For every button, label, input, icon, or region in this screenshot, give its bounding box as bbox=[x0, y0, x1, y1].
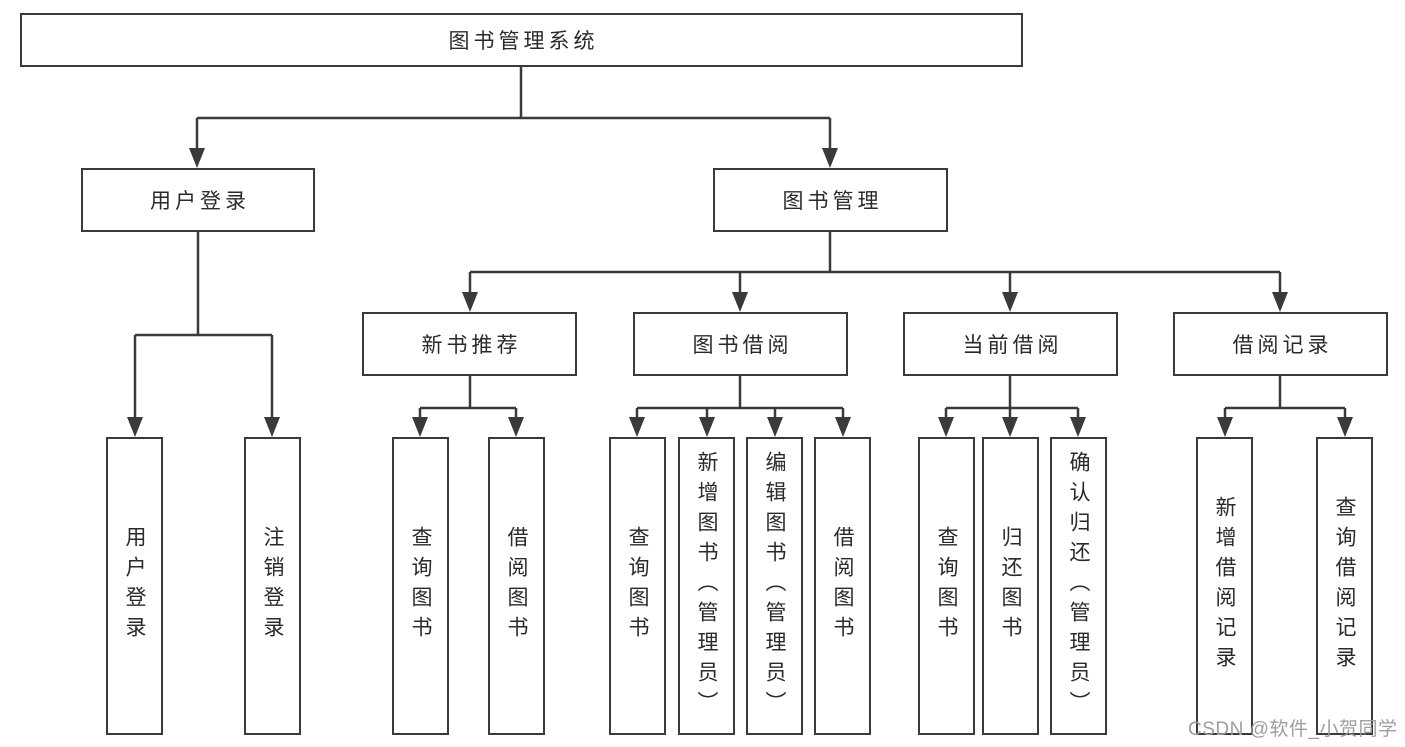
arrowhead bbox=[412, 417, 428, 437]
connector-root-to-level2 bbox=[195, 67, 832, 164]
node-user-login: 用户登录 bbox=[81, 168, 315, 232]
arrowhead bbox=[264, 417, 280, 437]
node-current-borrowing: 当前借阅 bbox=[903, 312, 1118, 376]
node-label: 用户登录 bbox=[123, 526, 146, 646]
node-label: 图书借阅 bbox=[692, 334, 793, 357]
connector-user-login-children bbox=[133, 232, 274, 433]
arrowhead bbox=[629, 417, 645, 437]
node-label: 图书管理系统 bbox=[448, 30, 599, 53]
arrowhead bbox=[835, 417, 851, 437]
leaf-user-login: 用户登录 bbox=[106, 437, 163, 735]
leaf-query-books-3: 查询图书 bbox=[918, 437, 975, 735]
arrowhead bbox=[462, 292, 478, 312]
node-label: 归还图书 bbox=[999, 526, 1022, 646]
arrowhead bbox=[822, 148, 838, 168]
connector-records-children bbox=[1223, 376, 1347, 433]
connector-book-borrow-children bbox=[635, 376, 845, 433]
node-label: 借阅图书 bbox=[505, 526, 528, 646]
node-label: 查询图书 bbox=[409, 526, 432, 646]
node-label: 编辑图书（管理员） bbox=[763, 451, 786, 721]
csdn-watermark: CSDN @软件_小贺同学 bbox=[1188, 719, 1398, 740]
node-borrow-records: 借阅记录 bbox=[1173, 312, 1388, 376]
node-label: 当前借阅 bbox=[962, 334, 1063, 357]
connector-book-mgmt-to-level3 bbox=[468, 232, 1282, 308]
leaf-confirm-return-admin: 确认归还（管理员） bbox=[1050, 437, 1107, 735]
arrowhead bbox=[1337, 417, 1353, 437]
node-label: 新增图书（管理员） bbox=[695, 451, 718, 721]
node-library-management-system: 图书管理系统 bbox=[20, 13, 1023, 67]
leaf-borrow-books-1: 借阅图书 bbox=[488, 437, 545, 735]
connector-new-rec-children bbox=[418, 376, 518, 433]
arrowhead bbox=[1272, 292, 1288, 312]
node-label: 借阅记录 bbox=[1232, 334, 1333, 357]
node-label: 查询图书 bbox=[626, 526, 649, 646]
arrowhead bbox=[938, 417, 954, 437]
node-book-management: 图书管理 bbox=[713, 168, 948, 232]
node-label: 注销登录 bbox=[261, 526, 284, 646]
arrowhead bbox=[1217, 417, 1233, 437]
node-label: 确认归还（管理员） bbox=[1067, 451, 1090, 721]
arrowhead bbox=[1070, 417, 1086, 437]
arrowhead bbox=[189, 148, 205, 168]
leaf-add-borrow-record: 新增借阅记录 bbox=[1196, 437, 1253, 735]
node-label: 新增借阅记录 bbox=[1213, 496, 1236, 676]
node-label: 借阅图书 bbox=[831, 526, 854, 646]
node-new-book-recommend: 新书推荐 bbox=[362, 312, 577, 376]
node-label: 新书推荐 bbox=[421, 334, 522, 357]
node-book-borrowing: 图书借阅 bbox=[633, 312, 848, 376]
node-label: 用户登录 bbox=[150, 190, 250, 213]
arrowhead bbox=[699, 417, 715, 437]
leaf-query-books-2: 查询图书 bbox=[609, 437, 666, 735]
arrowhead bbox=[767, 417, 783, 437]
arrowhead bbox=[1002, 292, 1018, 312]
leaf-query-borrow-record: 查询借阅记录 bbox=[1316, 437, 1373, 735]
arrowhead bbox=[1002, 417, 1018, 437]
arrowhead bbox=[508, 417, 524, 437]
leaf-return-book: 归还图书 bbox=[982, 437, 1039, 735]
leaf-borrow-books-2: 借阅图书 bbox=[814, 437, 871, 735]
node-label: 查询图书 bbox=[935, 526, 958, 646]
leaf-logout: 注销登录 bbox=[244, 437, 301, 735]
leaf-query-books-1: 查询图书 bbox=[392, 437, 449, 735]
leaf-edit-book-admin: 编辑图书（管理员） bbox=[746, 437, 803, 735]
arrowhead bbox=[127, 417, 143, 437]
node-label: 图书管理 bbox=[782, 190, 883, 213]
leaf-add-book-admin: 新增图书（管理员） bbox=[678, 437, 735, 735]
node-label: 查询借阅记录 bbox=[1333, 496, 1356, 676]
arrowhead bbox=[732, 292, 748, 312]
